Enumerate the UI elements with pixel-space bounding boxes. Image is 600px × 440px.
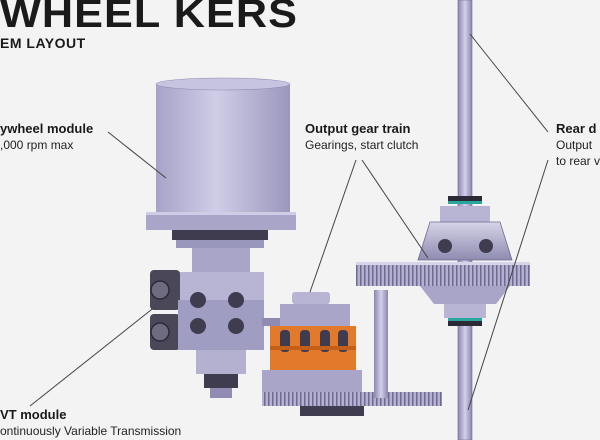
flywheel-module	[146, 78, 296, 248]
leader-rear-top	[470, 34, 548, 132]
leader-output-right	[362, 160, 428, 258]
output-gear-train	[262, 290, 442, 416]
leader-output-left	[310, 160, 356, 292]
leader-cvt	[30, 306, 156, 406]
